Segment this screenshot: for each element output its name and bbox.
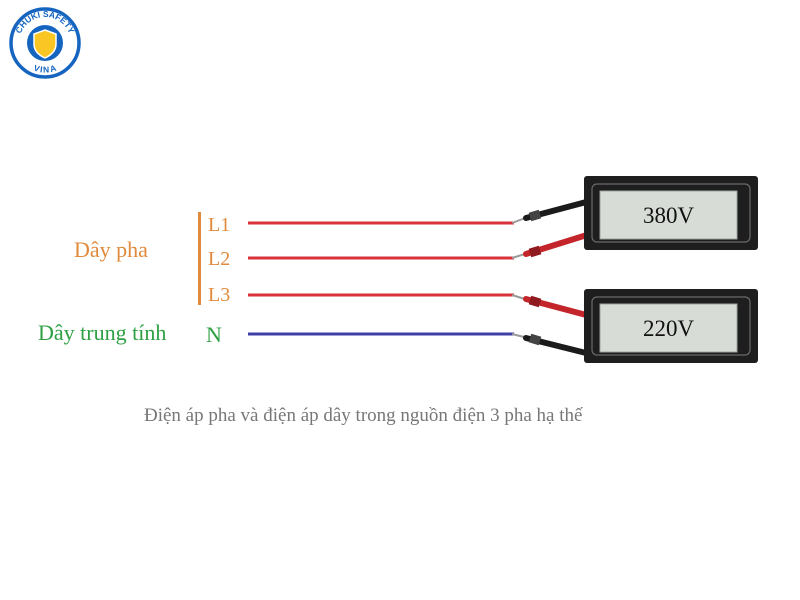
phase-wires-label: Dây pha bbox=[74, 237, 148, 262]
voltmeter-top: 380V bbox=[584, 176, 758, 250]
probe-red-bottom bbox=[511, 294, 593, 319]
line-label-l1: L1 bbox=[208, 214, 230, 236]
voltmeter-top-reading: 380V bbox=[643, 203, 695, 228]
shield-icon bbox=[33, 29, 57, 59]
neutral-wire-label: Dây trung tính bbox=[38, 320, 166, 345]
probe-red-top bbox=[511, 231, 593, 259]
voltmeter-bottom-reading: 220V bbox=[643, 316, 695, 341]
probe-black-top bbox=[511, 198, 593, 224]
diagram-caption: Điện áp pha và điện áp dây trong nguồn đ… bbox=[144, 405, 583, 426]
voltmeter-bottom: 220V bbox=[584, 289, 758, 363]
logo-text-bottom: VINA bbox=[33, 63, 58, 75]
line-label-l3: L3 bbox=[208, 284, 230, 306]
probe-black-bottom bbox=[511, 333, 593, 357]
line-label-n: N bbox=[206, 322, 222, 347]
company-logo: CHUKI SAFETY VINA bbox=[9, 7, 81, 79]
phase-bracket bbox=[198, 212, 201, 305]
voltmeter-top-display bbox=[599, 190, 738, 240]
voltmeter-bottom-display bbox=[599, 303, 738, 353]
line-label-l2: L2 bbox=[208, 248, 230, 270]
